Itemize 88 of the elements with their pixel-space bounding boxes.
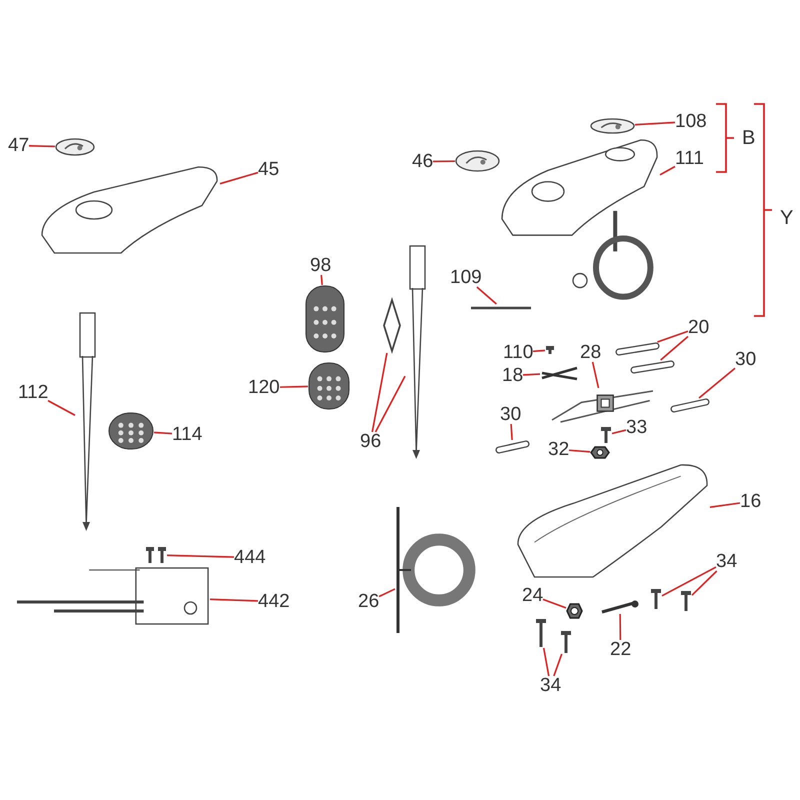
callout-number: 22 xyxy=(610,640,632,659)
callout-number: 28 xyxy=(580,343,602,362)
leader-line xyxy=(698,368,736,399)
leader-line xyxy=(48,400,76,416)
pin-drawing xyxy=(615,342,660,356)
callout-number: 46 xyxy=(412,152,434,171)
pin-drawing xyxy=(670,398,710,413)
leader-line xyxy=(634,122,676,126)
sticker-drawing xyxy=(590,118,635,134)
leader-line xyxy=(660,166,676,176)
sticker-drawing xyxy=(55,138,95,156)
leader-line xyxy=(476,286,497,305)
leader-line xyxy=(568,449,590,453)
nut-drawing xyxy=(590,446,610,459)
callout-number: 18 xyxy=(502,366,524,385)
callout-number: 47 xyxy=(8,136,30,155)
screw-drawing xyxy=(680,590,692,612)
leader-line xyxy=(433,160,455,162)
leader-line xyxy=(691,570,718,596)
cable-coil-drawing xyxy=(395,505,475,635)
callout-number: 24 xyxy=(522,586,544,605)
callout-number: 109 xyxy=(450,268,482,287)
leader-line xyxy=(510,424,513,440)
callout-number: 32 xyxy=(548,440,570,459)
leader-line xyxy=(320,274,323,286)
rod-drawing xyxy=(470,304,532,312)
leader-line xyxy=(210,598,258,602)
leader-line xyxy=(220,172,258,184)
leader-line xyxy=(280,386,308,388)
callout-number: 111 xyxy=(675,149,704,168)
callout-number: 108 xyxy=(675,112,707,131)
screw-drawing xyxy=(545,345,555,355)
circuit-board-drawing xyxy=(15,566,210,626)
callout-number: 114 xyxy=(172,425,202,444)
callout-number: 16 xyxy=(740,492,762,511)
callout-number: 120 xyxy=(248,378,280,397)
callout-number: 45 xyxy=(258,160,280,179)
bolt-drawing xyxy=(600,600,640,614)
leader-line xyxy=(542,648,550,676)
callout-number: 33 xyxy=(626,418,648,437)
leader-line xyxy=(542,598,566,609)
screw-drawing xyxy=(535,618,547,648)
callout-number: 30 xyxy=(500,405,522,424)
leader-line xyxy=(612,429,626,434)
cover-drawing xyxy=(40,165,220,255)
sticker-drawing xyxy=(455,150,500,172)
base-housing-drawing xyxy=(515,462,710,580)
leader-line xyxy=(28,144,56,148)
remote-control-drawing xyxy=(108,412,154,450)
callout-number: 20 xyxy=(688,318,710,337)
screw-drawing xyxy=(650,588,662,610)
pin-drawing xyxy=(630,360,675,374)
callout-number: 26 xyxy=(358,592,380,611)
leader-line xyxy=(378,588,396,598)
callout-number: 30 xyxy=(735,350,756,369)
leader-line xyxy=(592,362,600,388)
leader-line xyxy=(662,566,716,597)
pin-drawing xyxy=(495,440,530,454)
leader-line xyxy=(619,614,622,640)
leader-line xyxy=(374,376,406,432)
leader-line xyxy=(532,350,546,352)
carabiner-drawing xyxy=(382,298,402,353)
screws-drawing xyxy=(145,546,167,564)
nut-drawing xyxy=(566,603,583,619)
leader-line xyxy=(166,554,234,558)
leader-line xyxy=(553,654,562,676)
leader-line xyxy=(710,502,740,508)
remote-control-drawing xyxy=(308,362,350,410)
bracket-label: Y xyxy=(780,208,794,228)
leader-line xyxy=(657,330,688,343)
cover-mount-drawing xyxy=(500,138,660,300)
callout-number: 34 xyxy=(716,552,738,571)
callout-number: 442 xyxy=(258,592,290,611)
callout-number: 110 xyxy=(503,343,534,362)
callout-number: 112 xyxy=(18,383,48,402)
leader-line xyxy=(660,336,689,361)
screw-drawing xyxy=(600,426,612,444)
remote-control-drawing xyxy=(305,285,345,353)
callout-number: 96 xyxy=(360,432,382,451)
wire-drawing xyxy=(540,365,580,381)
leader-line xyxy=(522,373,540,376)
callout-number: 98 xyxy=(310,256,332,275)
leader-line xyxy=(154,432,172,434)
callout-number: 34 xyxy=(540,676,562,695)
callout-number: 444 xyxy=(234,548,266,567)
leader-line xyxy=(371,352,388,432)
bracket-label: B xyxy=(742,128,756,148)
screw-drawing xyxy=(560,630,572,654)
